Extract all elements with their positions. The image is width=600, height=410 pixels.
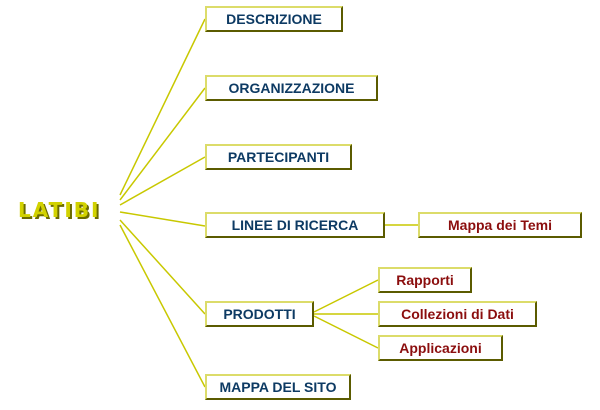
node-mappa-dei-temi[interactable]: Mappa dei Temi (418, 212, 582, 238)
node-prodotti[interactable]: PRODOTTI (205, 301, 314, 327)
connector-rapporti (313, 279, 379, 313)
node-partecipanti[interactable]: PARTECIPANTI (205, 144, 352, 170)
connector-linee-di-ricerca (119, 211, 206, 227)
connector-descrizione (119, 18, 206, 196)
node-descrizione[interactable]: DESCRIZIONE (205, 6, 343, 32)
connector-partecipanti (119, 156, 206, 206)
node-applicazioni[interactable]: Applicazioni (378, 335, 503, 361)
node-linee-di-ricerca[interactable]: LINEE DI RICERCA (205, 212, 385, 238)
connector-mappa-del-sito (119, 224, 206, 388)
connector-organizzazione (119, 87, 206, 201)
node-mappa-del-sito[interactable]: MAPPA DEL SITO (205, 374, 351, 400)
connector-applicazioni (313, 315, 379, 349)
root-node-latibi: LATIBI (18, 198, 101, 222)
node-organizzazione[interactable]: ORGANIZZAZIONE (205, 75, 378, 101)
connector-prodotti (119, 219, 206, 315)
node-collezioni-di-dati[interactable]: Collezioni di Dati (378, 301, 537, 327)
node-rapporti[interactable]: Rapporti (378, 267, 472, 293)
